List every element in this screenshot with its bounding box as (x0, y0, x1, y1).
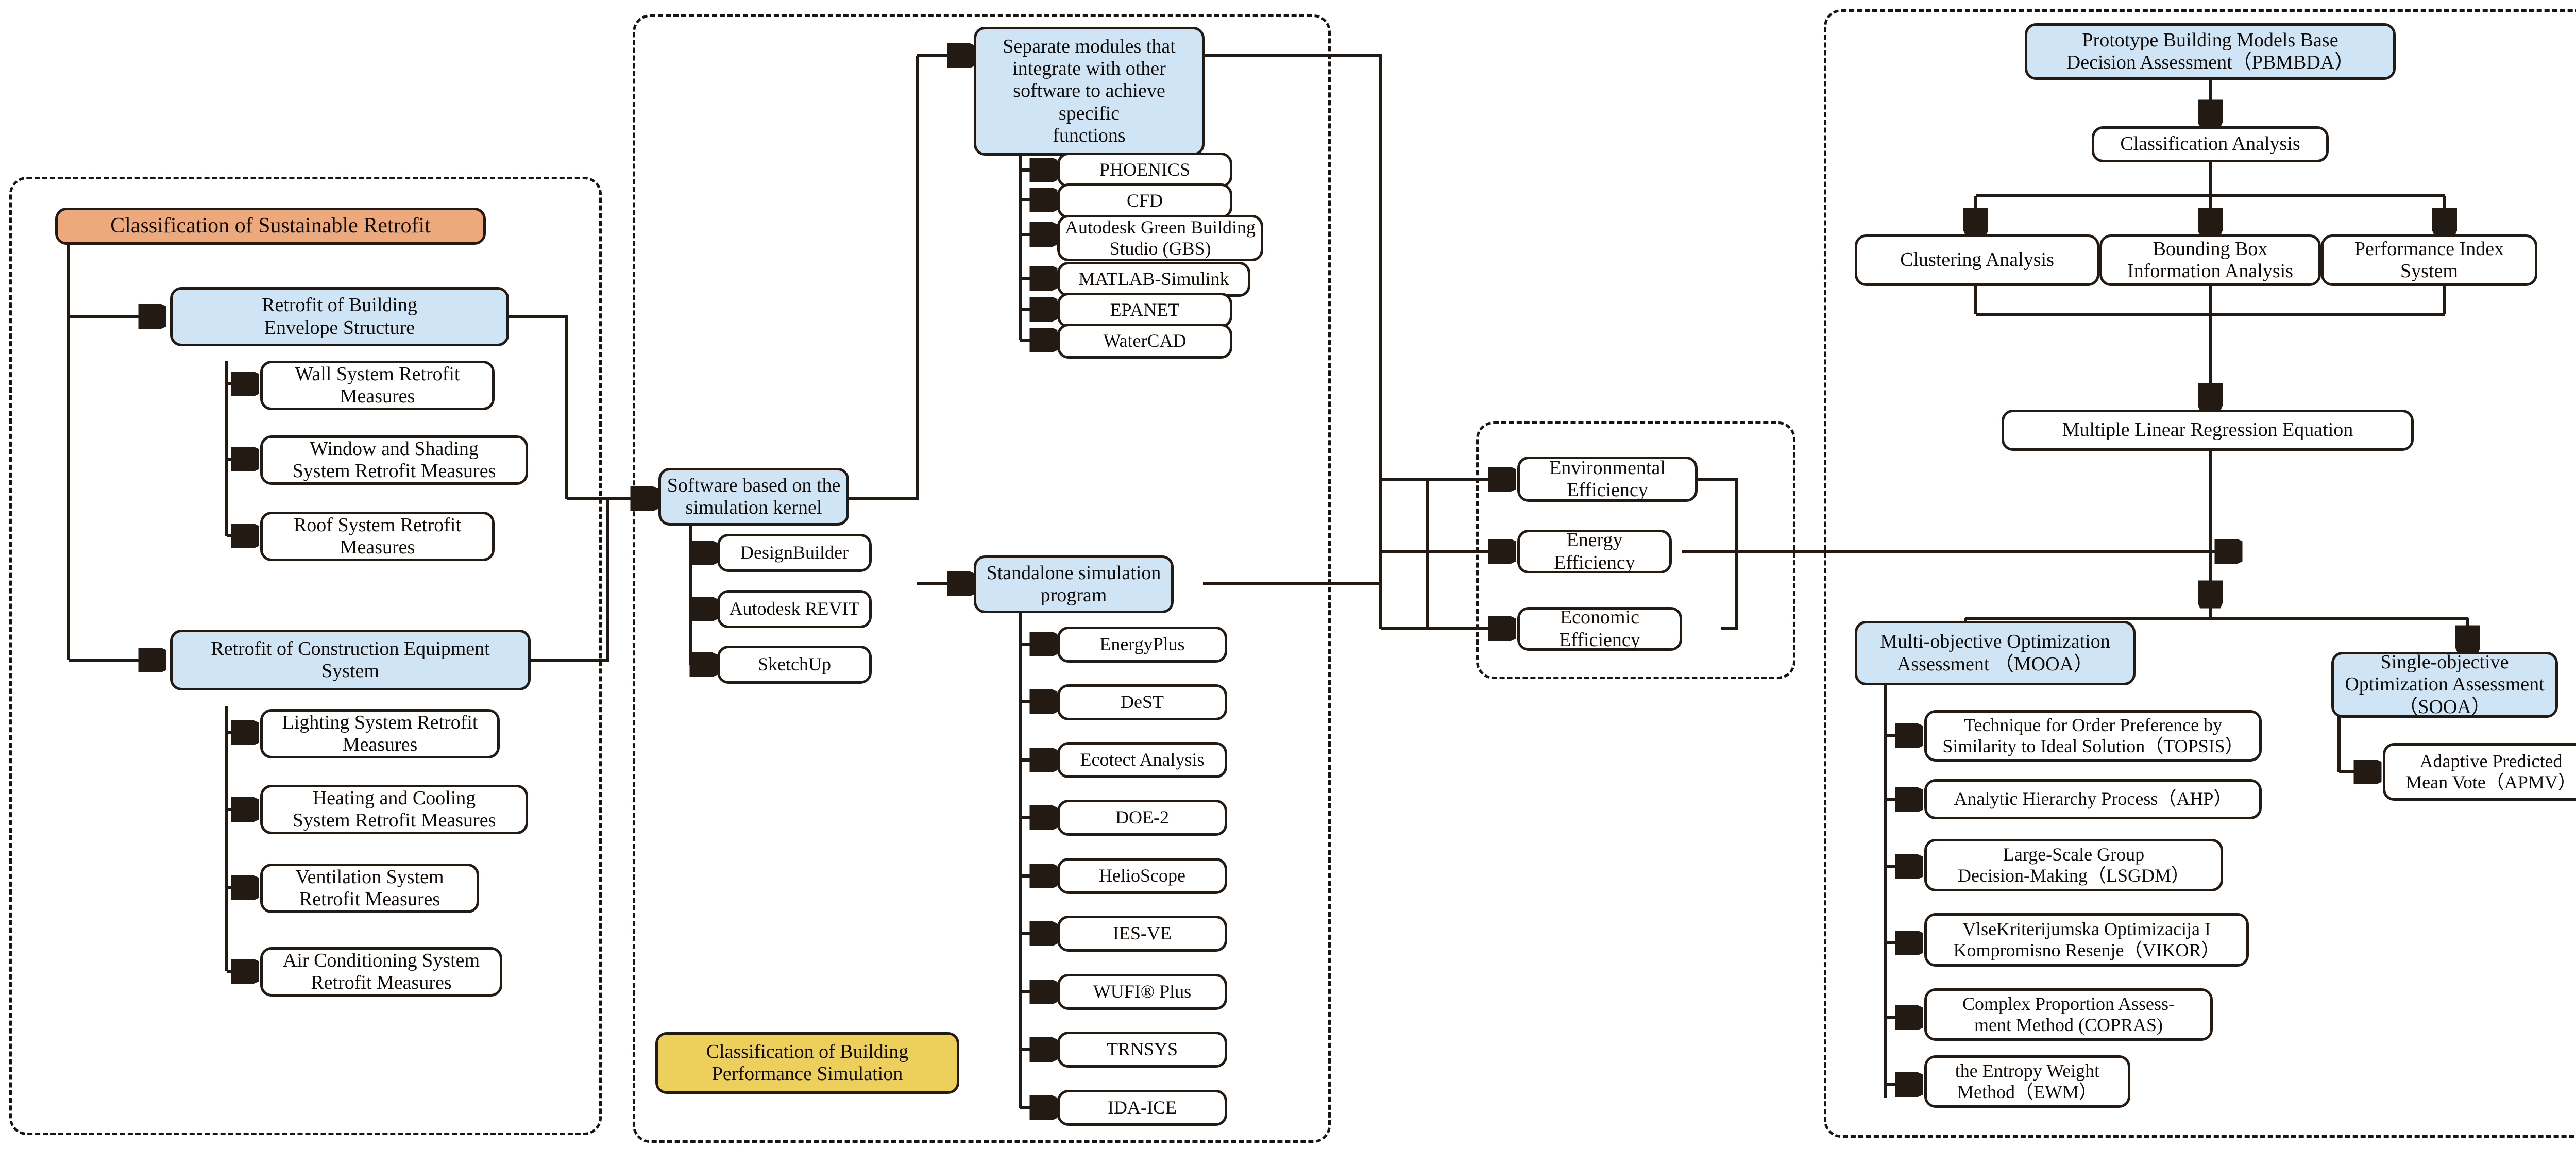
dest-node[interactable]: DeST (1057, 684, 1227, 720)
ventilation-system-retrofit-measures[interactable]: Ventilation System Retrofit Measures (260, 864, 479, 913)
standalone-simulation-program[interactable]: Standalone simulation program (974, 555, 1174, 613)
retrofit-of-construction-equipment-system[interactable]: Retrofit of Construction Equipment Syste… (170, 630, 531, 690)
wufi-plus-node[interactable]: WUFI® Plus (1057, 974, 1227, 1010)
retrofit-of-building-envelope-structure[interactable]: Retrofit of Building Envelope Structure (170, 287, 509, 346)
ies-ve-node[interactable]: IES-VE (1057, 916, 1227, 952)
ecotect-analysis-node[interactable]: Ecotect Analysis (1057, 742, 1227, 778)
environmental-efficiency-node[interactable]: Environmental Efficiency (1517, 457, 1698, 502)
apmv-node[interactable]: Adaptive Predicted Mean Vote（APMV） (2383, 743, 2576, 801)
lsgdm-node[interactable]: Large-Scale Group Decision-Making（LSGDM） (1924, 839, 2223, 891)
prototype-building-models-base-decision-assessment[interactable]: Prototype Building Models Base Decision … (2025, 23, 2396, 80)
energyplus-node[interactable]: EnergyPlus (1057, 627, 1227, 663)
software-based-on-the-simulation-kernel[interactable]: Software based on the simulation kernel (658, 468, 849, 526)
cfd-node[interactable]: CFD (1057, 183, 1232, 218)
ida-ice-node[interactable]: IDA-ICE (1057, 1090, 1227, 1126)
ahp-node[interactable]: Analytic Hierarchy Process（AHP） (1924, 779, 2262, 819)
multi-objective-optimization-assessment[interactable]: Multi-objective Optimization Assessment … (1855, 621, 2136, 685)
autodesk-revit-node[interactable]: Autodesk REVIT (717, 590, 872, 628)
performance-index-system-node[interactable]: Performance Index System (2321, 234, 2537, 286)
autodesk-green-building-studio-node[interactable]: Autodesk Green Building Studio (GBS) (1057, 215, 1263, 261)
copras-node[interactable]: Complex Proportion Assess- ment Method (… (1924, 988, 2213, 1041)
trnsys-node[interactable]: TRNSYS (1057, 1032, 1227, 1068)
wall-system-retrofit-measures[interactable]: Wall System Retrofit Measures (260, 361, 495, 410)
air-conditioning-system-retrofit-measures[interactable]: Air Conditioning System Retrofit Measure… (260, 947, 502, 997)
designbuilder-node[interactable]: DesignBuilder (717, 534, 872, 572)
helioscope-node[interactable]: HelioScope (1057, 858, 1227, 894)
separate-modules-integrating-other-software[interactable]: Separate modules that integrate with oth… (974, 27, 1205, 156)
lighting-system-retrofit-measures[interactable]: Lighting System Retrofit Measures (260, 709, 500, 758)
roof-system-retrofit-measures[interactable]: Roof System Retrofit Measures (260, 512, 495, 561)
topsis-node[interactable]: Technique for Order Preference by Simila… (1924, 710, 2262, 762)
classification-of-sustainable-retrofit-header[interactable]: Classification of Sustainable Retrofit (55, 208, 486, 245)
multiple-linear-regression-equation-node[interactable]: Multiple Linear Regression Equation (2002, 410, 2414, 451)
matlab-simulink-node[interactable]: MATLAB-Simulink (1057, 262, 1250, 297)
doe-2-node[interactable]: DOE-2 (1057, 800, 1227, 836)
economic-efficiency-node[interactable]: Economic Efficiency (1517, 606, 1682, 651)
epanet-node[interactable]: EPANET (1057, 293, 1232, 328)
clustering-analysis-node[interactable]: Clustering Analysis (1855, 234, 2099, 286)
ewm-node[interactable]: the Entropy Weight Method（EWM） (1924, 1055, 2130, 1108)
classification-of-building-performance-simulation-footer[interactable]: Classification of Building Performance S… (655, 1032, 959, 1094)
classification-analysis-node[interactable]: Classification Analysis (2092, 126, 2329, 162)
single-objective-optimization-assessment[interactable]: Single-objective Optimization Assessment… (2331, 651, 2558, 718)
classification-of-suitability-assessment-panel (1824, 9, 2576, 1138)
heating-and-cooling-system-retrofit-measures[interactable]: Heating and Cooling System Retrofit Meas… (260, 785, 528, 834)
window-and-shading-system-retrofit-measures[interactable]: Window and Shading System Retrofit Measu… (260, 435, 528, 485)
bounding-box-information-analysis-node[interactable]: Bounding Box Information Analysis (2099, 234, 2321, 286)
phoenics-node[interactable]: PHOENICS (1057, 153, 1232, 188)
watercad-node[interactable]: WaterCAD (1057, 324, 1232, 359)
vikor-node[interactable]: VlseKriterijumska Optimizacija I Komprom… (1924, 913, 2249, 967)
energy-efficiency-node[interactable]: Energy Efficiency (1517, 529, 1672, 573)
sketchup-node[interactable]: SketchUp (717, 646, 872, 684)
